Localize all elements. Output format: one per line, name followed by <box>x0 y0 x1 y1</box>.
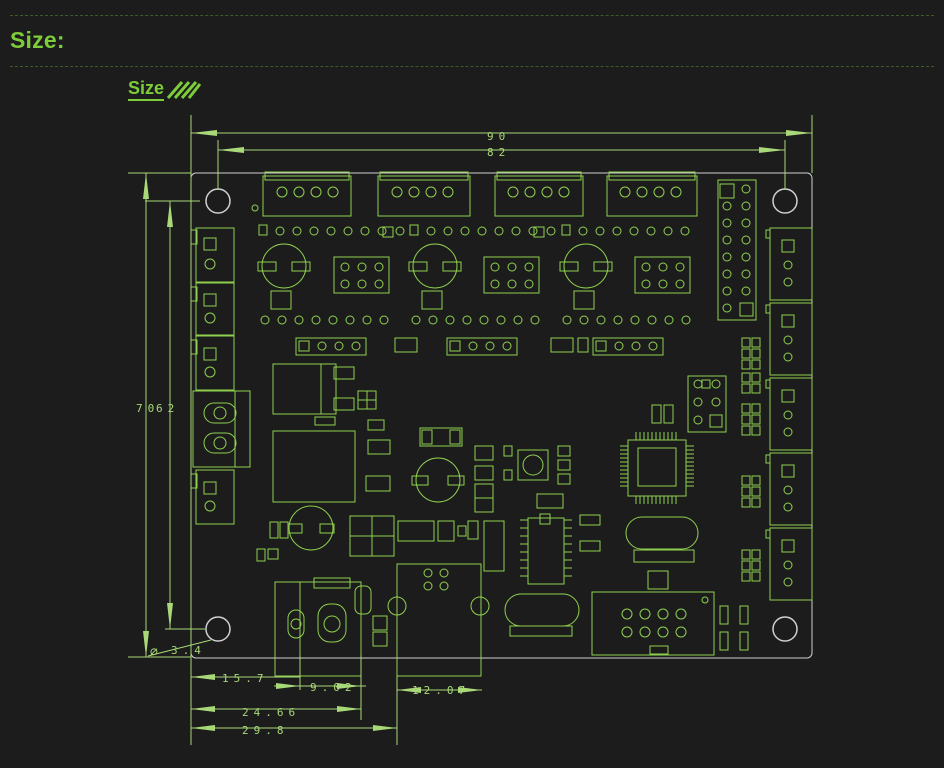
mounting-hole <box>205 188 231 214</box>
dim-height-holes: 62 <box>156 402 179 415</box>
slash-decoration-icon <box>166 81 202 99</box>
dim-24-66: 24.66 <box>242 706 300 719</box>
regulator-area <box>256 363 391 562</box>
power-jack <box>192 390 251 468</box>
dim-15-7: 15.7 <box>222 672 269 685</box>
mcu-chip <box>620 432 694 504</box>
dim-height-outer: 70 <box>136 402 159 415</box>
right-header <box>717 179 757 321</box>
crystals <box>504 514 699 637</box>
dimension-arrows <box>143 130 812 731</box>
screw-terminal <box>274 577 372 677</box>
mounting-hole <box>772 188 798 214</box>
bottom-header <box>591 591 749 656</box>
right-connectors <box>765 227 813 601</box>
mid-headers <box>295 337 664 356</box>
dim-width-holes: 82 <box>487 146 510 159</box>
right-header-pins <box>719 183 754 317</box>
icsp-header <box>651 375 727 433</box>
dim-12-07: 12.07 <box>412 684 470 697</box>
figure-label-text: Size <box>128 78 165 101</box>
mounting-hole <box>772 616 798 642</box>
top-connector-pins <box>251 186 682 212</box>
dim-29-8: 29.8 <box>242 724 289 737</box>
heading-divider <box>10 66 934 67</box>
driver-pots <box>257 243 613 310</box>
mounting-hole <box>205 616 231 642</box>
dimension-lines <box>128 115 813 745</box>
dim-hole-diameter: 3.4 <box>171 644 206 657</box>
right-small-parts <box>741 337 761 582</box>
usb-connector <box>372 563 490 677</box>
jumper-blocks <box>333 256 691 294</box>
section-heading: Size: <box>10 27 65 53</box>
figure-label: Size <box>128 78 202 101</box>
dim-9-02: 9.02 <box>310 681 357 694</box>
diameter-symbol-icon: ⌀ <box>150 644 158 659</box>
top-divider <box>10 15 934 16</box>
dim-width-outer: 90 <box>487 130 510 143</box>
driver-pin-rows <box>258 224 691 325</box>
dip-ic <box>520 513 572 585</box>
left-connectors <box>190 227 235 525</box>
top-connectors <box>262 171 698 217</box>
center-parts <box>349 427 571 572</box>
